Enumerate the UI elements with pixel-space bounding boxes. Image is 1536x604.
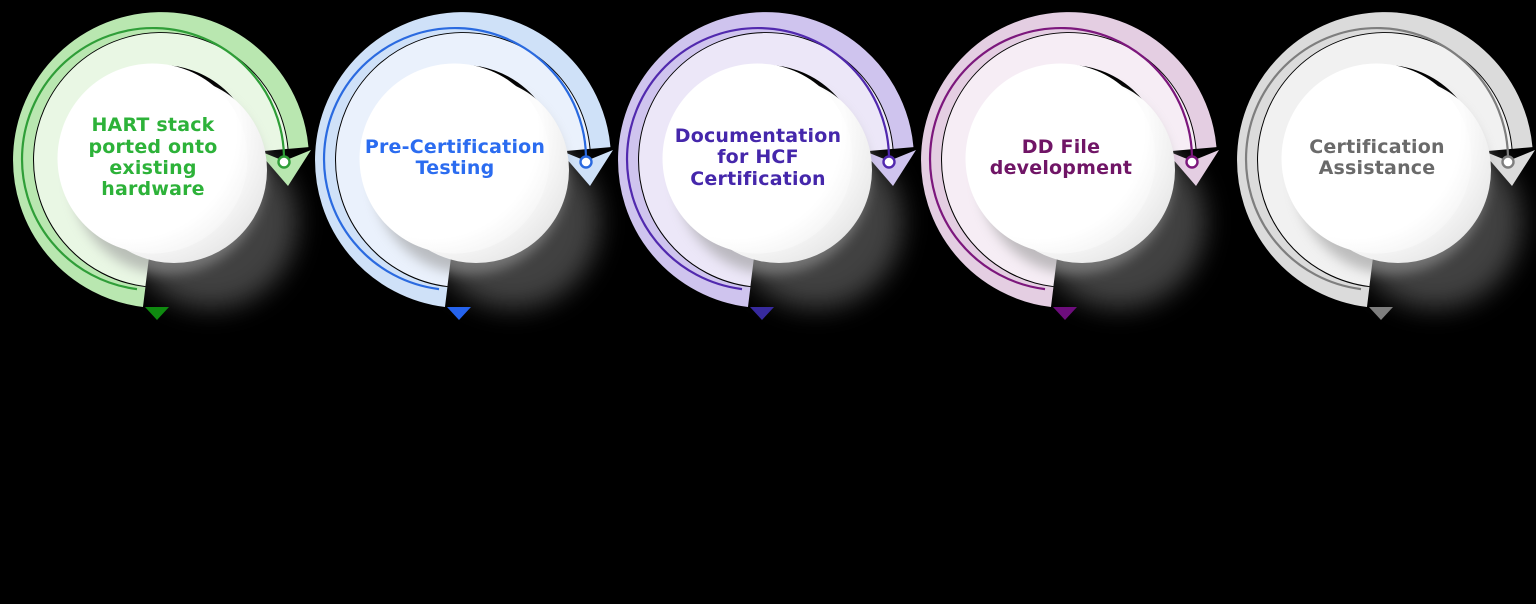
inner-disc [359, 63, 550, 254]
progress-line [20, 27, 286, 291]
ring-marker-icon [1185, 155, 1199, 169]
circular-arrow-icon [921, 12, 1219, 308]
process-step: Documentation for HCF Certification [605, 0, 965, 340]
triangle-down-icon [750, 307, 774, 320]
circular-arrow-icon [13, 12, 311, 308]
triangle-down-icon [1369, 307, 1393, 320]
tint-arc [639, 33, 893, 287]
progress-line [322, 27, 588, 291]
step-label: Pre-Certification Testing [364, 135, 546, 179]
inner-disc [57, 63, 248, 254]
circular-arrow-icon [618, 12, 916, 308]
process-step: DD File development [908, 0, 1268, 340]
triangle-down-icon [145, 307, 169, 320]
process-step: HART stack ported onto existing hardware [0, 0, 360, 340]
inner-disc [662, 63, 853, 254]
triangle-down-icon [447, 307, 471, 320]
step-label: DD File development [989, 135, 1133, 179]
ring-marker-icon [277, 155, 291, 169]
ring-marker-icon [579, 155, 593, 169]
tint-arc [1258, 33, 1512, 287]
step-label: Documentation for HCF Certification [674, 125, 842, 190]
tint-arc [942, 33, 1196, 287]
tint-arc [336, 33, 590, 287]
process-step: Pre-Certification Testing [302, 0, 662, 340]
ring-marker-icon [1501, 155, 1515, 169]
progress-line [928, 27, 1194, 291]
circular-arrow-icon [315, 12, 613, 308]
inner-disc [965, 63, 1156, 254]
tint-arc [34, 33, 288, 287]
inner-disc [1281, 63, 1472, 254]
ring-marker-icon [882, 155, 896, 169]
step-label: Certification Assistance [1309, 135, 1445, 179]
triangle-down-icon [1053, 307, 1077, 320]
process-step: Certification Assistance [1224, 0, 1536, 340]
step-label: HART stack ported onto existing hardware [88, 114, 218, 201]
circular-arrow-icon [1237, 12, 1535, 308]
progress-line [625, 27, 891, 291]
progress-line [1244, 27, 1510, 291]
